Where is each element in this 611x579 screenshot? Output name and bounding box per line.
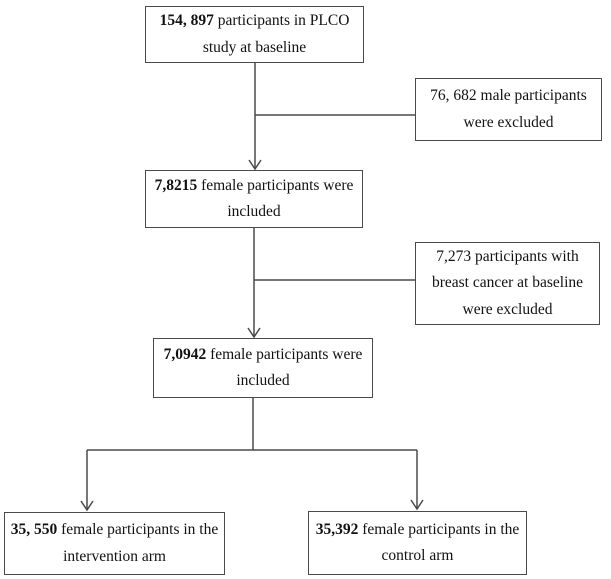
box-control-arm: 35,392 female participants in the contro…: [308, 511, 527, 575]
participant-count: 35,392: [315, 520, 359, 538]
box-breast-cancer-excluded-text: 7,273 participants with breast cancer at…: [421, 244, 594, 322]
box-label: female participants in the intervention …: [61, 521, 219, 565]
participant-count: 7,0942: [163, 345, 207, 363]
arrow-down-icon: [80, 500, 94, 512]
box-baseline-participants: 154, 897 participants in PLCO study at b…: [145, 6, 364, 63]
box-label: female participants were included: [201, 176, 354, 220]
box-female-included-text: 7,8215 female participants were included: [151, 173, 357, 225]
box-breast-cancer-excluded: 7,273 participants with breast cancer at…: [415, 242, 600, 325]
box-label: participants in PLCO study at baseline: [202, 12, 350, 56]
box-intervention-arm: 35, 550 female participants in the inter…: [4, 512, 225, 575]
box-female-included-final-text: 7,0942 female participants were included: [159, 342, 367, 394]
participant-count: 154, 897: [159, 12, 214, 30]
box-female-included-final: 7,0942 female participants were included: [153, 338, 373, 398]
box-male-excluded-text: 76, 682 male participants were excluded: [421, 83, 596, 135]
participant-count: 35, 550: [10, 521, 58, 539]
box-label: female participants were included: [210, 345, 363, 389]
arrow-down-icon: [247, 327, 261, 339]
box-female-included: 7,8215 female participants were included: [145, 170, 363, 228]
box-intervention-arm-text: 35, 550 female participants in the inter…: [10, 517, 219, 569]
participant-count: 7,273: [436, 248, 472, 266]
arrow-down-icon: [248, 159, 262, 171]
box-label: male participants were excluded: [463, 87, 587, 131]
participant-count: 76, 682: [430, 87, 477, 105]
box-control-arm-text: 35,392 female participants in the contro…: [314, 517, 521, 569]
box-label: participants with breast cancer at basel…: [431, 248, 584, 318]
box-baseline-text: 154, 897 participants in PLCO study at b…: [151, 8, 358, 60]
arrow-down-icon: [410, 499, 424, 511]
participant-count: 7,8215: [154, 176, 198, 194]
box-male-excluded: 76, 682 male participants were excluded: [415, 78, 602, 141]
box-label: female participants in the control arm: [362, 520, 520, 564]
